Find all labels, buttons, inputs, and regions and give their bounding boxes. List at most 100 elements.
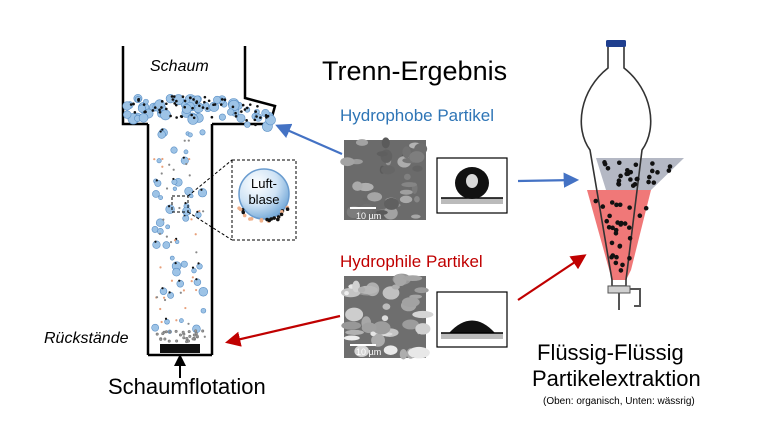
rising-bubble (197, 188, 208, 198)
aqueous-particle (609, 240, 615, 246)
residue-particle (168, 330, 172, 334)
froth-particle (254, 110, 257, 113)
air-bubble-large (238, 168, 290, 220)
froth-bubble (187, 113, 199, 125)
sparger (160, 344, 200, 353)
residue-particle (201, 329, 205, 333)
froth-bubble (218, 113, 226, 121)
froth-particle (133, 111, 137, 114)
suspended-particle (188, 174, 191, 177)
froth-particle (201, 106, 205, 109)
rising-bubble (158, 195, 164, 201)
froth-particle (210, 115, 214, 119)
aqueous-particle (622, 221, 628, 226)
froth-particle (158, 108, 161, 112)
attached-particle (155, 179, 158, 182)
suspended-particle (165, 235, 168, 238)
funnel-stopper (606, 40, 626, 47)
rising-bubble (156, 158, 162, 164)
bubble-particle (276, 217, 280, 222)
froth-particle (172, 95, 176, 98)
suspended-particle (160, 320, 163, 324)
suspended-particle (161, 157, 164, 161)
froth-particle (245, 106, 249, 110)
froth-particle (259, 116, 262, 119)
sem-grain (414, 196, 420, 203)
aqueous-particle (609, 200, 615, 205)
bubble-particle (269, 217, 274, 221)
froth-particle (165, 102, 168, 106)
rising-bubble (191, 267, 197, 274)
sem-grain (345, 329, 364, 335)
contact-angle-hydrophobic (436, 157, 508, 214)
aqueous-particle (593, 198, 599, 204)
organic-particle (625, 167, 630, 173)
froth-particle (203, 100, 206, 104)
froth-particle (153, 106, 157, 109)
residue-particle (192, 333, 196, 337)
flotation-title: Schaumflotation (108, 374, 266, 399)
froth-bubble (143, 98, 149, 105)
rising-bubble (187, 132, 193, 138)
sem-grain (401, 182, 417, 188)
froth-layer (122, 94, 276, 132)
suspended-particle (190, 280, 193, 283)
froth-particle (175, 99, 178, 103)
aqueous-particle (620, 262, 625, 268)
attached-particle (200, 188, 203, 191)
organic-particle (649, 168, 655, 174)
rising-bubble (182, 206, 192, 216)
attached-particle (172, 177, 175, 181)
aqueous-particle (604, 218, 610, 224)
froth-particle (189, 96, 192, 100)
suspended-particle (175, 319, 178, 322)
organic-particle (628, 169, 634, 175)
suspended-particle (159, 266, 162, 269)
sem-grain (344, 290, 349, 296)
extraction-subtitle: (Oben: organisch, Unten: wässrig) (543, 396, 695, 407)
column-bubbles (151, 128, 209, 344)
sem-grain (393, 274, 407, 287)
froth-particle (220, 98, 224, 101)
suspended-particle (162, 218, 165, 221)
rising-bubble (152, 190, 160, 198)
residue-particle (187, 330, 191, 334)
rising-bubble (169, 255, 175, 261)
arrow-to-aqueous (517, 254, 587, 301)
attached-particle (164, 317, 168, 320)
froth-particle (219, 103, 223, 106)
sem-grain (380, 165, 395, 175)
residue-particle (164, 330, 168, 334)
residue-particle (195, 334, 199, 338)
froth-particle (203, 95, 207, 99)
attached-particle (161, 128, 164, 131)
sem-grain (402, 146, 411, 159)
organic-particle (647, 174, 652, 180)
organic-particle (634, 176, 640, 182)
hydrophobic-label: Hydrophobe Partikel (340, 106, 495, 125)
sem-grain (412, 165, 423, 172)
attached-particle (178, 279, 181, 282)
suspended-particle (169, 240, 173, 244)
froth-particle (151, 109, 155, 112)
suspended-particle (185, 162, 188, 166)
froth-particle (143, 110, 147, 113)
rising-bubble (164, 318, 170, 325)
organic-particle (646, 179, 651, 185)
aqueous-particle (627, 205, 632, 210)
rising-bubble (180, 260, 188, 268)
sem-grain (367, 192, 383, 202)
froth-particle (165, 107, 168, 111)
froth-bubble (137, 104, 146, 113)
froth-particle (254, 123, 257, 127)
rising-bubble (172, 267, 181, 277)
froth-particle (198, 104, 201, 108)
contact-angle-hydrophilic (436, 291, 508, 348)
froth-particle (181, 95, 185, 99)
aqueous-particle (627, 235, 633, 241)
organic-particle (666, 168, 672, 173)
aqueous-particle (626, 225, 632, 230)
aqueous-particle (610, 225, 615, 231)
froth-bubble (227, 108, 235, 116)
froth-particle (132, 102, 135, 106)
